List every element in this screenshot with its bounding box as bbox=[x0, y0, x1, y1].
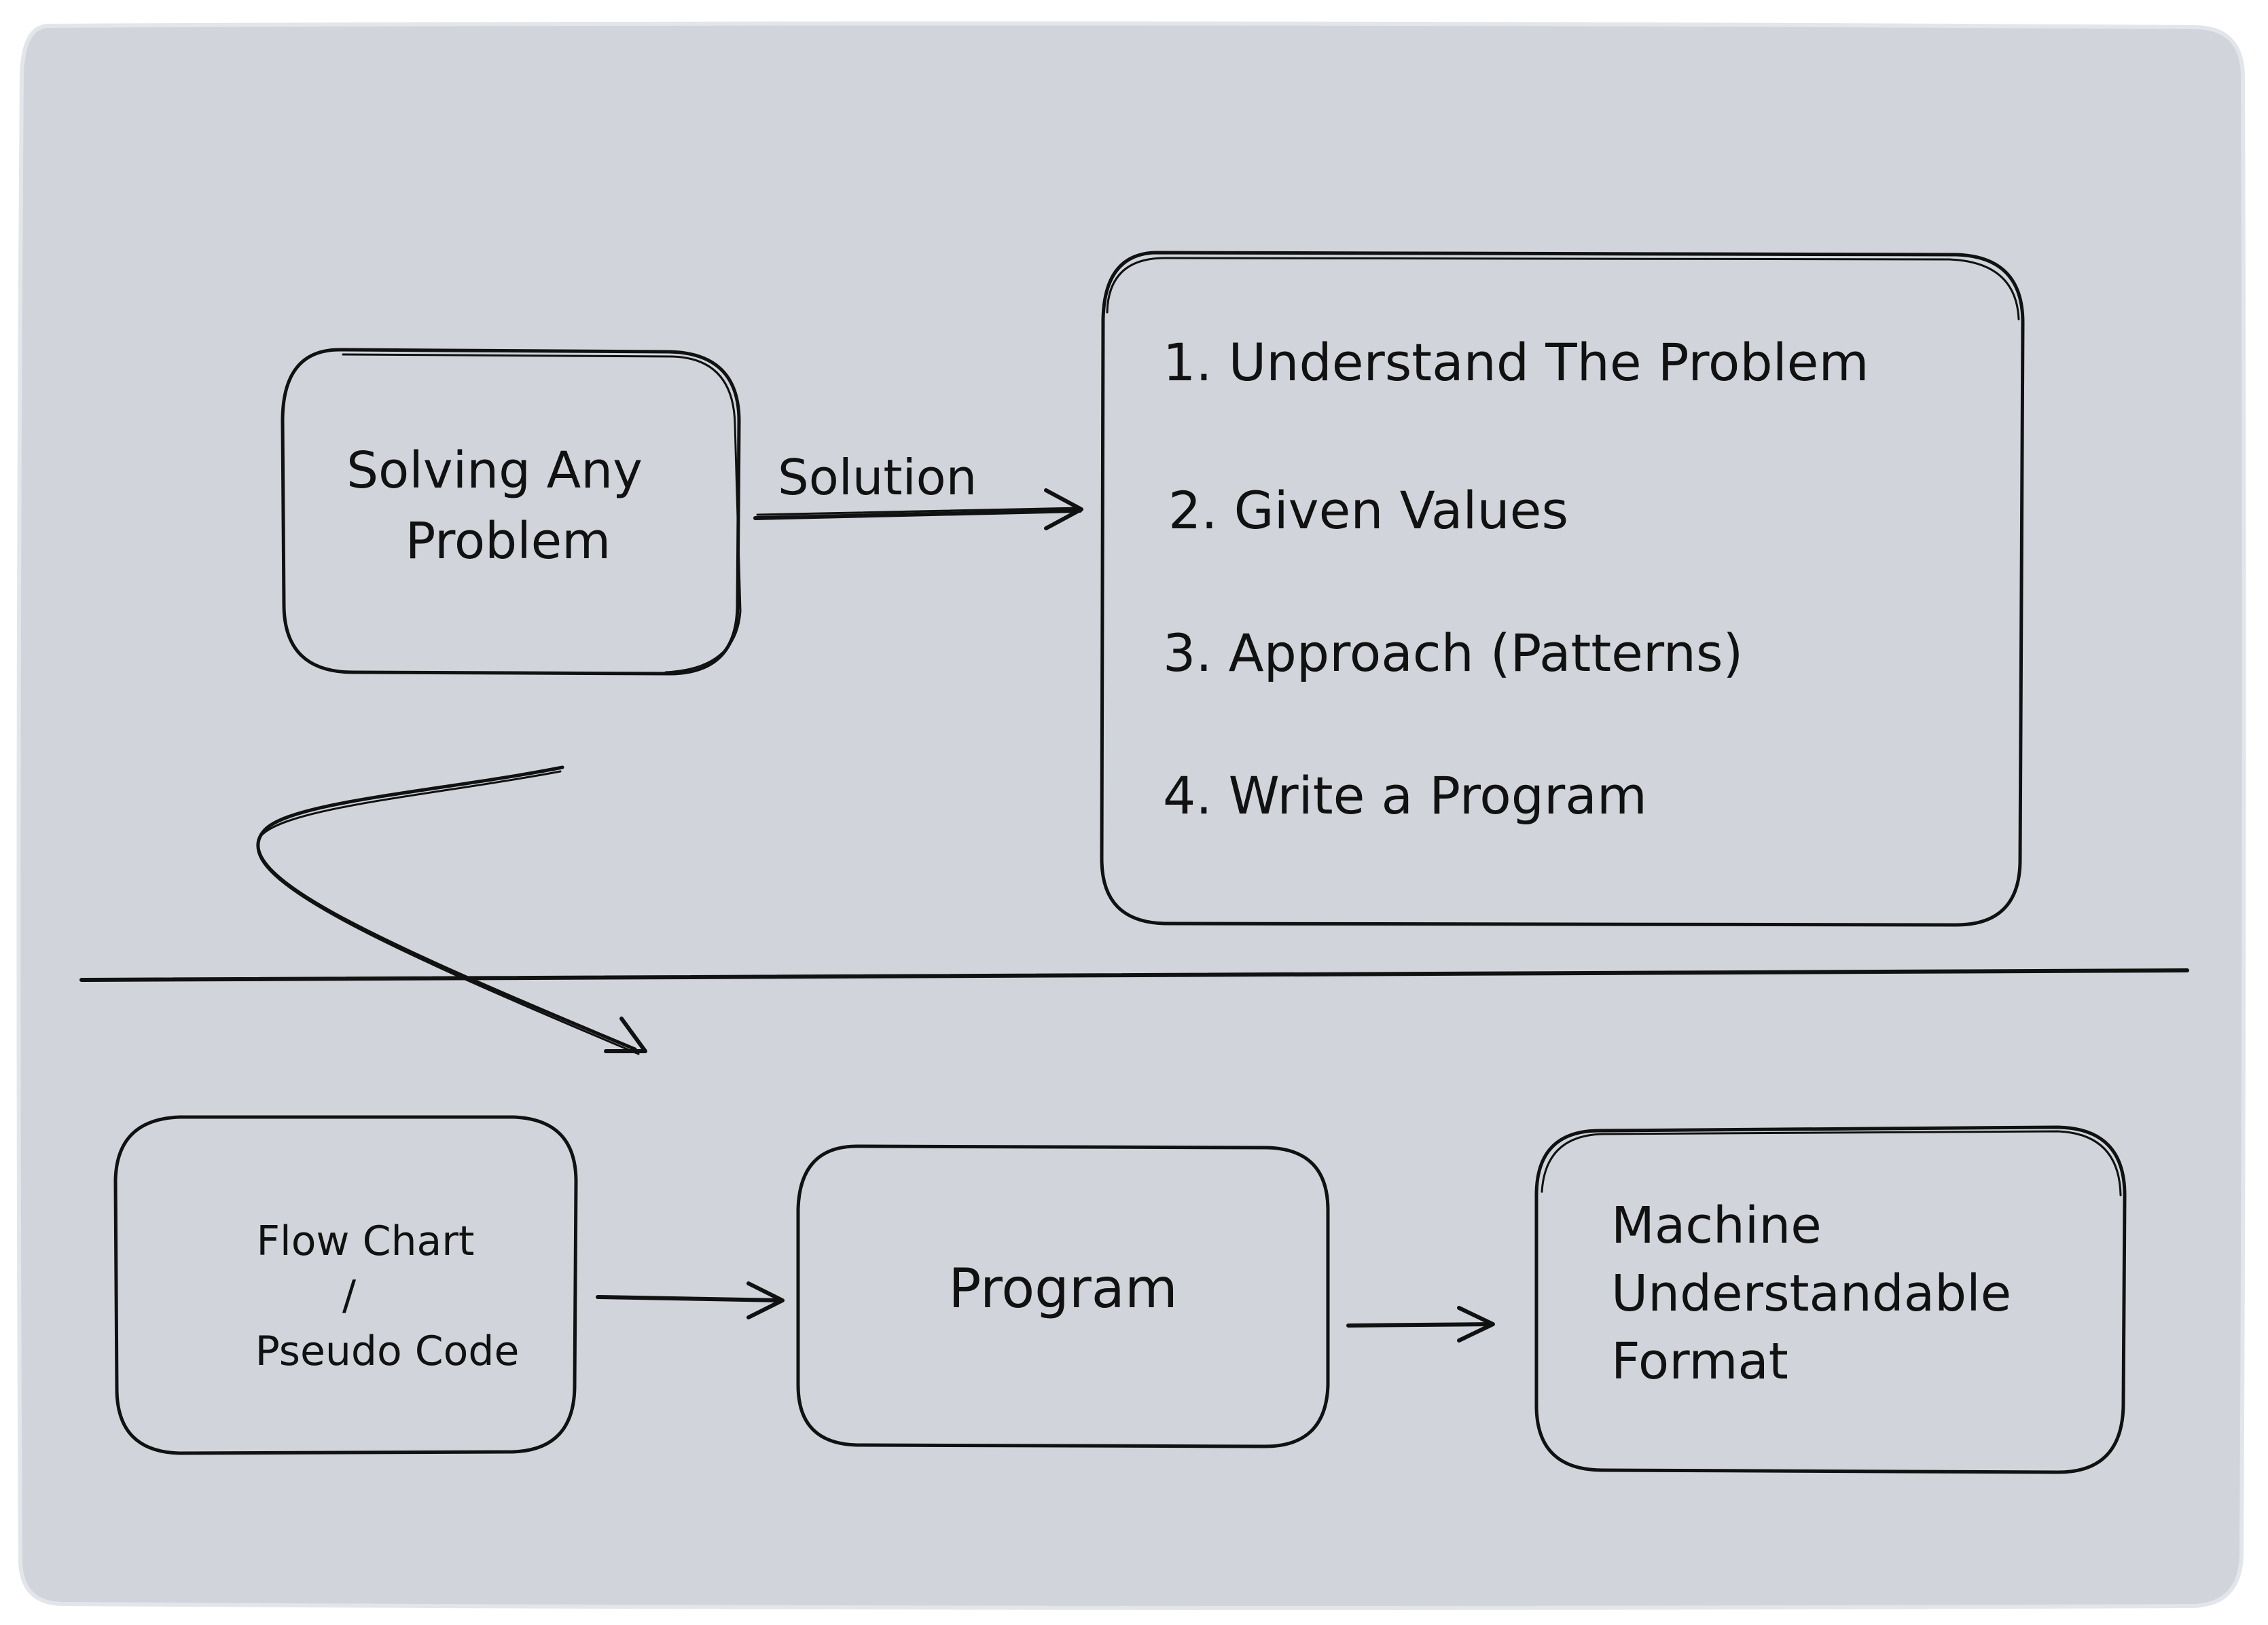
steps-node[interactable]: 1. Understand The Problem 2. Given Value… bbox=[1100, 251, 2025, 927]
curved-connector-head bbox=[604, 1017, 647, 1053]
steps-box-sketch bbox=[1106, 257, 2020, 321]
machine-node[interactable]: Machine Understandable Format bbox=[1534, 1125, 2127, 1474]
step-item-3: 3. Approach (Patterns) bbox=[1163, 623, 1743, 683]
flowchart-to-program-edge bbox=[596, 1281, 785, 1319]
flowchart-label-line2: / bbox=[342, 1272, 357, 1319]
problem-box bbox=[281, 348, 741, 676]
flowchart-box bbox=[113, 1115, 578, 1455]
flowchart-to-program-line bbox=[596, 1295, 783, 1302]
machine-label-line1: Machine bbox=[1611, 1197, 1822, 1255]
steps-box bbox=[1100, 251, 2025, 927]
flowchart-to-program-head bbox=[746, 1281, 785, 1319]
problem-node[interactable]: Solving Any Problem bbox=[281, 348, 742, 676]
flowchart-node[interactable]: Flow Chart / Pseudo Code bbox=[113, 1115, 578, 1455]
machine-box-sketch bbox=[1541, 1130, 2122, 1197]
solution-label: Solution bbox=[778, 449, 977, 506]
solution-edge: Solution bbox=[753, 449, 1083, 530]
problem-label-line2: Problem bbox=[406, 512, 611, 570]
flowchart-label-line1: Flow Chart bbox=[257, 1218, 475, 1265]
curved-connector bbox=[256, 765, 647, 1055]
program-node[interactable]: Program bbox=[796, 1144, 1330, 1448]
step-item-1: 1. Understand The Problem bbox=[1163, 332, 1869, 392]
program-box bbox=[796, 1144, 1330, 1448]
program-to-machine-line bbox=[1346, 1322, 1493, 1328]
step-item-4: 4. Write a Program bbox=[1163, 765, 1647, 826]
solution-arrow-line-sketch bbox=[756, 507, 1080, 516]
curved-connector-line-sketch bbox=[256, 770, 640, 1055]
step-item-2: 2. Given Values bbox=[1168, 480, 1568, 541]
machine-label-line3: Format bbox=[1611, 1332, 1788, 1391]
problem-label-line1: Solving Any bbox=[346, 441, 643, 500]
program-to-machine-head bbox=[1457, 1306, 1495, 1343]
program-label: Program bbox=[948, 1257, 1178, 1320]
solution-arrow-head bbox=[1044, 488, 1083, 530]
solution-arrow-line bbox=[753, 509, 1082, 520]
flowchart-label-line3: Pseudo Code bbox=[255, 1328, 520, 1375]
problem-box-sketch bbox=[342, 353, 742, 674]
machine-label-line2: Understandable bbox=[1611, 1264, 2011, 1323]
program-to-machine-edge bbox=[1346, 1306, 1495, 1343]
machine-box bbox=[1534, 1125, 2127, 1474]
section-divider bbox=[79, 968, 2189, 982]
